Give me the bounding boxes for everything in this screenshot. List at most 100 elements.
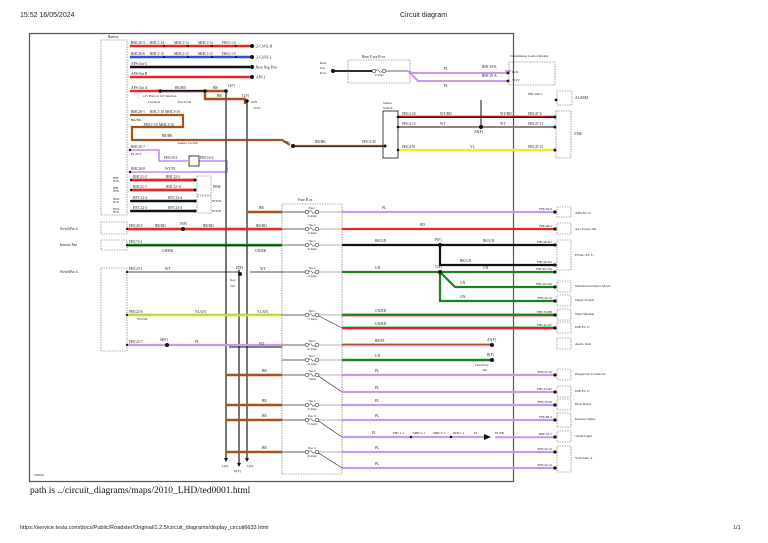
pin-label: FHC33-A5	[537, 387, 553, 391]
node-dot	[490, 343, 494, 347]
fuse-element	[308, 243, 316, 247]
connector-dot	[396, 148, 400, 152]
terminal-dot	[250, 44, 254, 48]
splice-dot	[163, 56, 165, 58]
device-box	[556, 239, 572, 271]
fuse-terminal	[314, 312, 320, 318]
fuse-10	[304, 417, 320, 423]
pin-label: MHC3-1	[433, 431, 446, 435]
pin-label: MHC1-14	[198, 41, 213, 45]
page-title: Circuit diagram	[400, 12, 448, 19]
side-label: HVIL	[113, 211, 120, 214]
pin-label: RHC31-1	[133, 185, 147, 189]
fuse-1	[304, 209, 320, 215]
pin-label: FHC4-50	[402, 112, 416, 116]
fuse-terminal	[304, 209, 310, 215]
arrow-icon	[245, 458, 249, 462]
connector-dot	[125, 343, 129, 347]
pin-label: FHC65-53a	[536, 267, 553, 271]
terminal-label: APS 2	[256, 76, 265, 80]
connector-dot	[129, 178, 133, 182]
device-label: Interior Lights	[575, 417, 596, 421]
wire-color: GN	[460, 295, 466, 299]
node-label: P[F]	[435, 238, 441, 242]
fuse-terminal	[314, 226, 320, 232]
wire-color: BR	[217, 94, 222, 98]
post-label: Post Rear	[148, 100, 161, 104]
bkgn-wire	[438, 245, 555, 267]
br-wire	[203, 91, 247, 104]
device-box	[556, 321, 572, 334]
wire-color: PL/PK	[495, 431, 505, 435]
wire-color: BK/GN	[460, 259, 472, 263]
pin-label: MHC1-10	[159, 123, 174, 127]
pin-label: RHC1-1	[453, 431, 465, 435]
fuse-terminal	[304, 226, 310, 232]
wire-color: GN/BK	[255, 249, 267, 253]
wire-color: BR/BK	[315, 140, 326, 144]
fuse-terminal	[304, 312, 310, 318]
fuse-split	[316, 451, 343, 469]
terminal-label: 2-CAN2-L	[256, 56, 272, 60]
interior-fan-box	[100, 239, 128, 251]
wire-color: RD	[420, 223, 425, 227]
connector-dot	[165, 343, 169, 347]
pem-label: PEM	[213, 185, 221, 189]
device-label: DIP-EC U	[575, 325, 590, 329]
pin-label: FHC16-1	[164, 156, 178, 160]
battery-box	[100, 39, 128, 216]
pin-label: RHC20-1	[131, 110, 145, 114]
node-label: S[F]	[284, 140, 290, 144]
wire-color: BR/BK	[131, 118, 142, 122]
pin-label: IGN	[512, 70, 519, 74]
pin-label: HVC12-4	[133, 196, 147, 200]
wire-color: GN/RD	[375, 309, 387, 313]
page-number: 1/1	[733, 525, 741, 531]
fuse-name: Fuse 7	[309, 355, 317, 358]
tcm-label: Transmission Control Module	[510, 54, 549, 58]
side-label: HVIL	[113, 201, 120, 204]
fuse-4	[304, 269, 320, 275]
inertia-switch-label: Inertia S witch	[178, 141, 198, 145]
pin-label: RHC18-1	[539, 432, 552, 436]
connector-dot	[553, 243, 557, 247]
pin-label: FHC16-2	[200, 156, 214, 160]
fuse-name: Fuse 10	[308, 415, 317, 418]
footer-url[interactable]: https://service.tesla.com/docs/Public/Ro…	[20, 525, 269, 531]
splice-dot	[449, 435, 453, 439]
wire-color: YL	[470, 145, 475, 149]
arrow-icon	[237, 463, 241, 467]
pin-label: FHC1-1	[393, 431, 404, 435]
fuse-box	[281, 203, 343, 475]
connector-dot	[553, 270, 557, 274]
wire-color: YL/GN	[257, 310, 268, 314]
fuse-8	[304, 372, 320, 378]
wire-color: GN	[460, 281, 466, 285]
fuse-name: Fuse 11	[308, 447, 317, 450]
fuse-element	[308, 227, 316, 231]
fuse-7	[304, 357, 320, 363]
pin-label: HVC13-4	[168, 196, 182, 200]
junction-label: 12V Batt on 12V Junction	[143, 94, 177, 98]
fuse-terminal	[304, 402, 310, 408]
fuse-rating: 20 Amps	[307, 248, 316, 251]
pin-label: FHC22-6	[129, 310, 143, 314]
splice-dot	[187, 45, 189, 47]
wire-color: YL/GN	[195, 310, 206, 314]
connector-dot	[553, 403, 557, 407]
tcm-box	[508, 61, 556, 86]
fuse-rating: 10 Amps	[307, 363, 316, 366]
fuse-name: Fuse 5	[309, 310, 317, 313]
device-box	[556, 445, 572, 473]
fuse-element	[308, 373, 316, 377]
pin-label: FHC88-2	[539, 415, 552, 419]
aps-label: APS	[251, 100, 257, 104]
gn-wire	[439, 271, 555, 289]
wire-color: PL	[375, 414, 379, 418]
pem-box	[196, 175, 212, 196]
wire-color: PL	[474, 431, 478, 435]
connector-dot	[129, 199, 133, 203]
brbk-wire	[130, 113, 291, 146]
fuse-terminal	[314, 449, 320, 455]
fuse-terminal	[304, 242, 310, 248]
